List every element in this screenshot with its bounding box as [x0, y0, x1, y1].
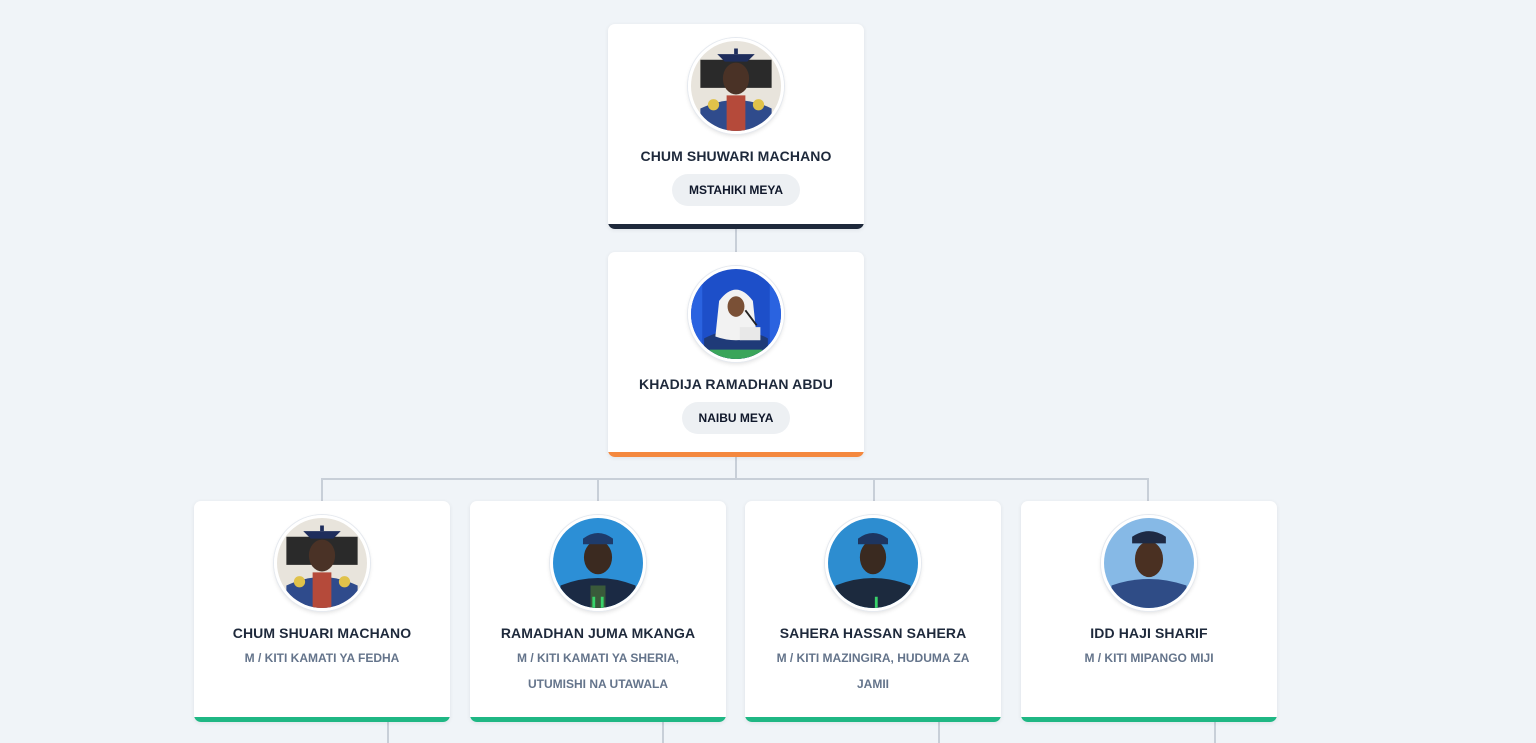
connector-top-deputy — [735, 229, 737, 252]
member-name-4: IDD HAJI SHARIF — [1090, 625, 1208, 641]
mayor-card[interactable]: CHUM SHUWARI MACHANO MSTAHIKI MEYA — [608, 24, 864, 229]
connector-member-2 — [597, 478, 599, 501]
member-name-3: SAHERA HASSAN SAHERA — [779, 625, 967, 641]
member-accent-bar-4 — [1021, 717, 1277, 722]
member-photo-2 — [550, 515, 646, 611]
deputy-mayor-card[interactable]: KHADIJA RAMADHAN ABDU NAIBU MEYA — [608, 252, 864, 457]
mayor-accent-bar — [608, 224, 864, 229]
connector-member-3 — [873, 478, 875, 501]
member-name-2: RAMADHAN JUMA MKANGA — [500, 625, 696, 641]
member-role-4: M / KITI MIPANGO MIJI — [1084, 651, 1214, 665]
connector-member-4 — [1147, 478, 1149, 501]
connector-member-1 — [321, 478, 323, 501]
deputy-mayor-photo — [688, 266, 784, 362]
member-accent-bar-2 — [470, 717, 726, 722]
connector-below-1 — [387, 722, 389, 743]
deputy-mayor-title-badge: NAIBU MEYA — [681, 402, 791, 434]
member-card-1[interactable]: CHUM SHUARI MACHANO M / KITI KAMATI YA F… — [194, 501, 450, 722]
member-photo-4 — [1101, 515, 1197, 611]
member-photo-3 — [825, 515, 921, 611]
connector-deputy-down — [735, 457, 737, 479]
deputy-mayor-name: KHADIJA RAMADHAN ABDU — [639, 376, 833, 392]
connector-below-4 — [1214, 722, 1216, 743]
member-accent-bar-3 — [745, 717, 1001, 722]
member-name-1: CHUM SHUARI MACHANO — [232, 625, 412, 641]
connector-horizontal — [321, 478, 1149, 480]
mayor-title-badge: MSTAHIKI MEYA — [671, 174, 800, 206]
member-role-1: M / KITI KAMATI YA FEDHA — [244, 651, 400, 665]
mayor-photo — [688, 38, 784, 134]
mayor-name: CHUM SHUWARI MACHANO — [640, 148, 832, 164]
member-role-3: M / KITI MAZINGIRA, HUDUMA ZA JAMII — [776, 651, 970, 691]
member-photo-1 — [274, 515, 370, 611]
member-card-4[interactable]: IDD HAJI SHARIF M / KITI MIPANGO MIJI — [1021, 501, 1277, 722]
member-card-2[interactable]: RAMADHAN JUMA MKANGA M / KITI KAMATI YA … — [470, 501, 726, 722]
member-card-3[interactable]: SAHERA HASSAN SAHERA M / KITI MAZINGIRA,… — [745, 501, 1001, 722]
connector-below-3 — [938, 722, 940, 743]
member-role-2: M / KITI KAMATI YA SHERIA, UTUMISHI NA U… — [516, 651, 679, 691]
member-accent-bar-1 — [194, 717, 450, 722]
connector-below-2 — [662, 722, 664, 743]
deputy-mayor-accent-bar — [608, 452, 864, 457]
